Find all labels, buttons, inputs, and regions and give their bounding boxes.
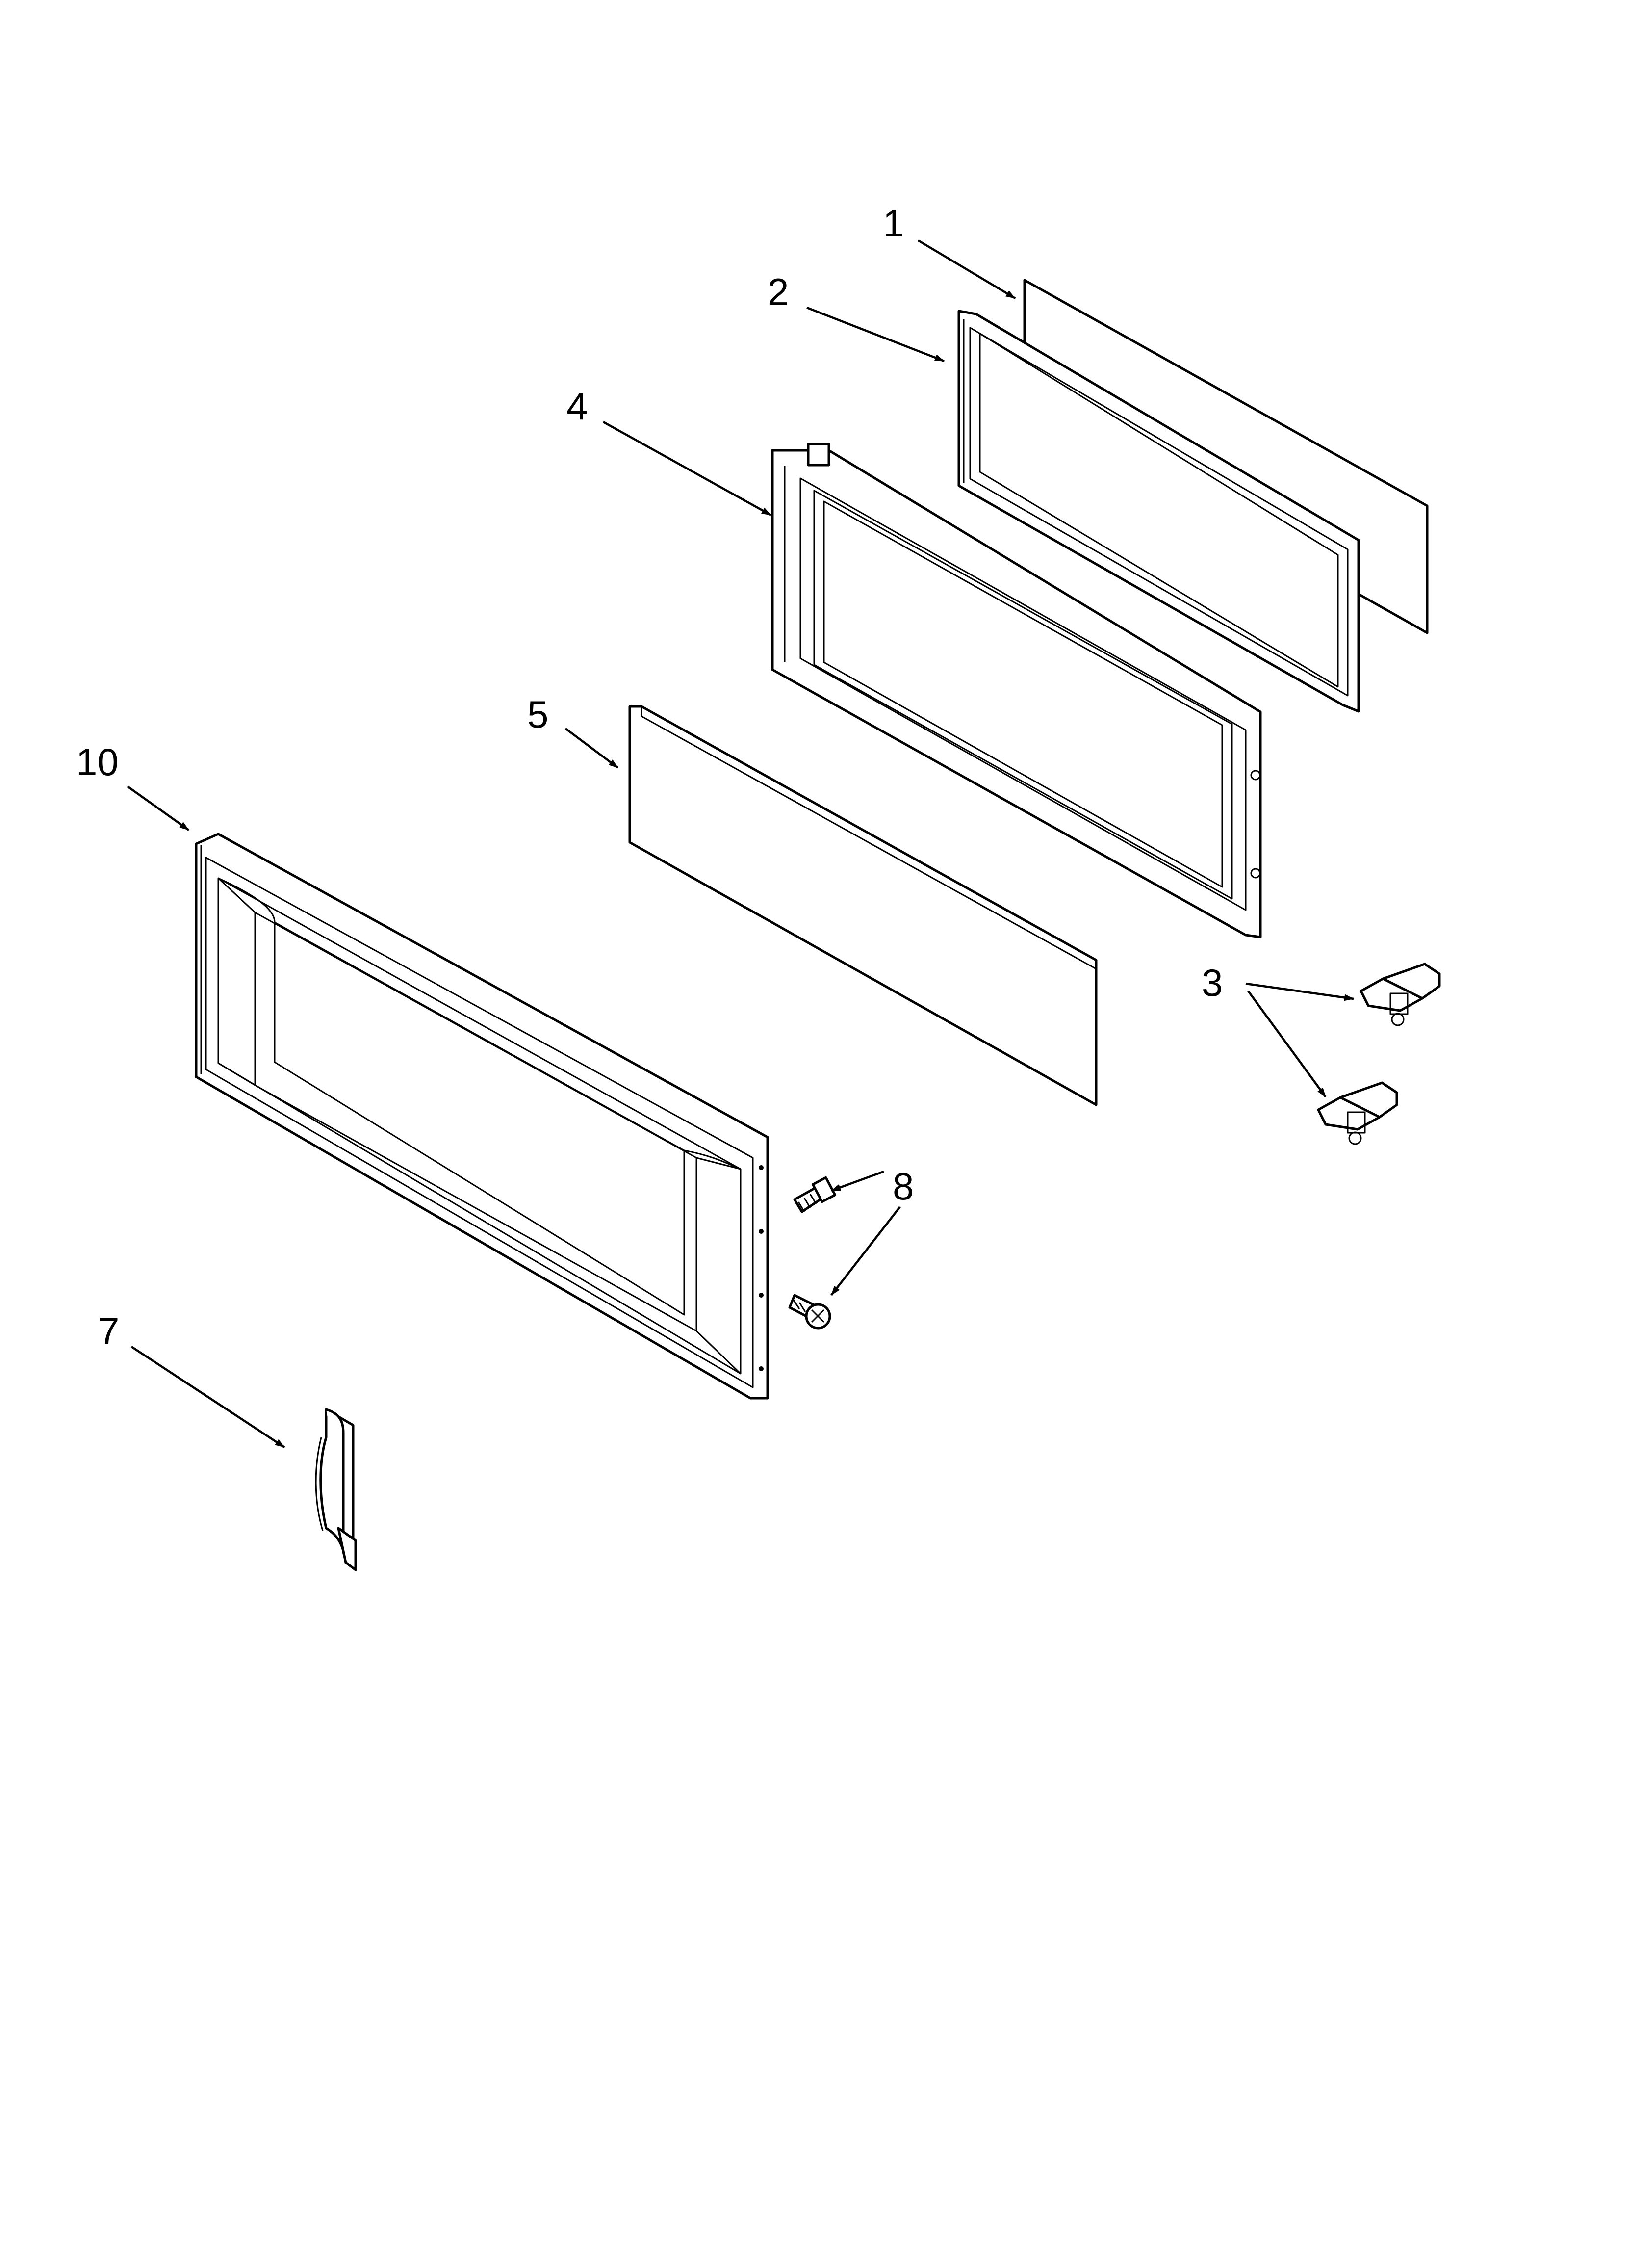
- part-3-latch-upper: [1360, 963, 1441, 1026]
- leader-3b: [1247, 990, 1327, 1098]
- callout-7: 7: [98, 1309, 119, 1353]
- leader-1: [917, 239, 1016, 299]
- part-7-door-handle: [315, 1408, 357, 1571]
- part-3-latch-lower: [1317, 1081, 1398, 1145]
- part-10-outer-door-frame: [195, 833, 769, 1400]
- part-2-door-gasket: [957, 310, 1360, 713]
- leader-3a: [1245, 982, 1354, 1001]
- callout-4: 4: [566, 385, 588, 428]
- callout-10: 10: [76, 740, 119, 783]
- part-8-screw-lower: [788, 1294, 831, 1330]
- leader-4: [602, 421, 772, 516]
- part-4-inner-door-panel: [771, 443, 1262, 938]
- leader-8b: [830, 1206, 901, 1296]
- leader-2: [806, 306, 945, 363]
- part-8-screw-upper: [793, 1176, 837, 1213]
- leader-10: [127, 785, 190, 831]
- callout-labels: 1 2 4 5 10 3 8 7: [76, 202, 1223, 1353]
- leader-5: [564, 728, 619, 769]
- callout-1: 1: [883, 202, 904, 245]
- part-5-door-glass: [628, 705, 1098, 1106]
- callout-3: 3: [1202, 961, 1223, 1004]
- callout-2: 2: [768, 270, 789, 313]
- leader-7: [130, 1346, 285, 1448]
- callout-5: 5: [527, 693, 548, 736]
- leader-lines: [127, 239, 1354, 1448]
- callout-8: 8: [893, 1165, 914, 1208]
- leader-8a: [831, 1170, 884, 1192]
